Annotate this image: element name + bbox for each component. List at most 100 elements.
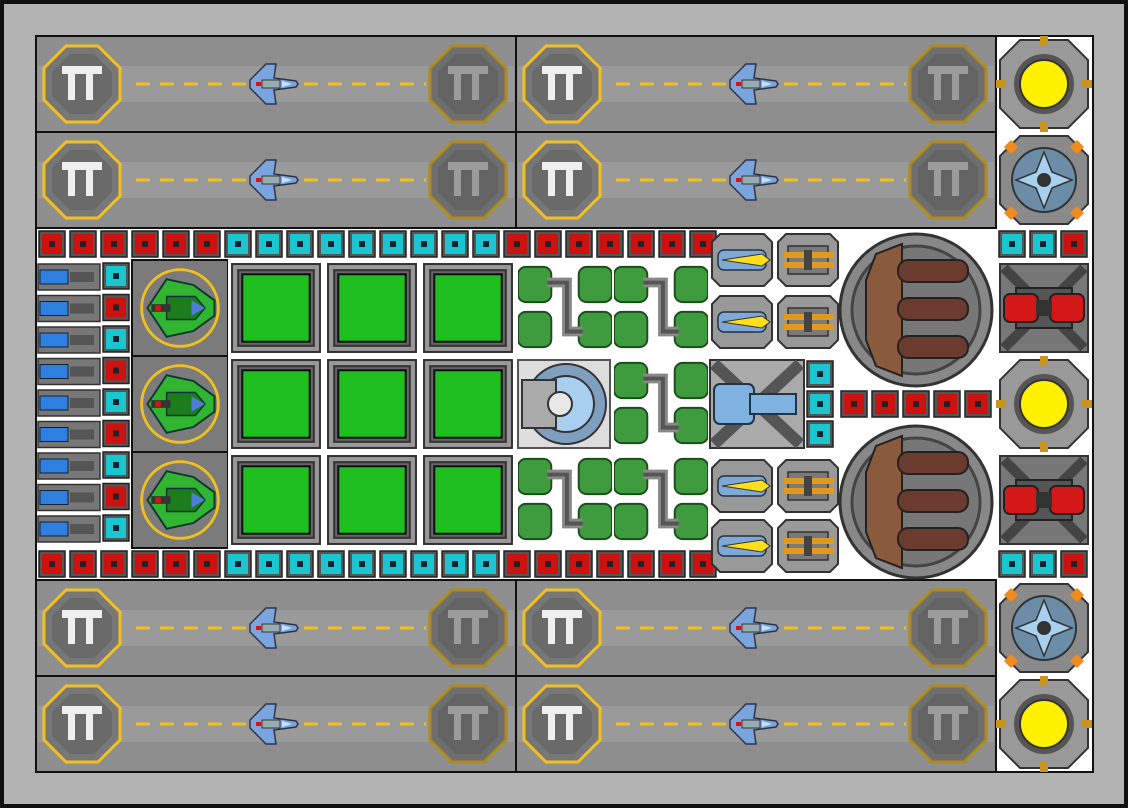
laser-cannon-icon[interactable] bbox=[711, 459, 773, 513]
emitter-icon[interactable] bbox=[37, 515, 101, 543]
red-block bbox=[596, 550, 624, 578]
landing-pad-icon[interactable] bbox=[908, 140, 988, 220]
starfighter-icon[interactable] bbox=[140, 460, 220, 540]
cyan-block bbox=[224, 230, 252, 258]
runway-bay[interactable] bbox=[515, 131, 997, 229]
emitter-icon[interactable] bbox=[37, 294, 101, 323]
fuel-tank[interactable] bbox=[423, 455, 513, 545]
laser-cannon-icon[interactable] bbox=[711, 233, 773, 287]
torpedo-launcher-icon[interactable] bbox=[777, 295, 839, 349]
torpedo-launcher-icon[interactable] bbox=[777, 519, 839, 573]
laser-cannon-icon[interactable] bbox=[711, 519, 773, 573]
runway-bay[interactable] bbox=[35, 579, 517, 677]
landing-pad-icon[interactable] bbox=[42, 684, 122, 764]
plasma-emitter-icon[interactable] bbox=[709, 359, 805, 449]
fuel-tank-grid bbox=[228, 258, 518, 550]
red-block bbox=[964, 390, 992, 418]
landing-pad-icon[interactable] bbox=[428, 44, 508, 124]
landing-pad-icon[interactable] bbox=[428, 684, 508, 764]
landing-pad-icon[interactable] bbox=[522, 44, 602, 124]
cyan-block bbox=[410, 230, 438, 258]
warp-node-icon[interactable] bbox=[996, 676, 1092, 772]
red-block bbox=[100, 550, 128, 578]
landing-pad-icon[interactable] bbox=[522, 684, 602, 764]
pipe-network bbox=[517, 267, 708, 539]
torpedo-launcher-icon[interactable] bbox=[777, 233, 839, 287]
starfighter-icon[interactable] bbox=[140, 268, 220, 348]
cyan-block bbox=[255, 230, 283, 258]
landing-pad-icon[interactable] bbox=[428, 588, 508, 668]
landing-pad-icon[interactable] bbox=[908, 588, 988, 668]
runway-bay[interactable] bbox=[35, 131, 517, 229]
fuel-tank[interactable] bbox=[423, 263, 513, 353]
runway-bay[interactable] bbox=[515, 675, 997, 773]
red-block bbox=[503, 550, 531, 578]
cyan-block bbox=[806, 420, 834, 448]
heavy-turret-icon[interactable] bbox=[838, 424, 994, 580]
runway-bay[interactable] bbox=[35, 675, 517, 773]
fuel-tank[interactable] bbox=[423, 359, 513, 449]
runway-bay[interactable] bbox=[515, 579, 997, 677]
starfighter-icon[interactable] bbox=[140, 364, 220, 444]
red-cannon-icon[interactable] bbox=[1000, 456, 1088, 544]
red-block bbox=[38, 550, 66, 578]
red-block bbox=[871, 390, 899, 418]
red-block bbox=[565, 230, 593, 258]
emitter-icon[interactable] bbox=[37, 420, 101, 449]
emitter-icon[interactable] bbox=[37, 452, 101, 480]
runway-bay[interactable] bbox=[515, 35, 997, 133]
landing-pad-icon[interactable] bbox=[42, 588, 122, 668]
fuel-tank[interactable] bbox=[231, 359, 321, 449]
landing-pad-icon[interactable] bbox=[42, 44, 122, 124]
warp-node-icon[interactable] bbox=[996, 356, 1092, 452]
emitter-icon[interactable] bbox=[37, 357, 101, 386]
red-block bbox=[102, 482, 130, 511]
cyan-block bbox=[348, 230, 376, 258]
torpedo-launcher-icon[interactable] bbox=[777, 459, 839, 513]
reactor-core-icon[interactable] bbox=[517, 359, 611, 449]
landing-pad-icon[interactable] bbox=[908, 44, 988, 124]
emitter-icon[interactable] bbox=[37, 263, 101, 291]
red-block bbox=[193, 550, 221, 578]
red-block bbox=[1060, 550, 1088, 578]
emitter-icon[interactable] bbox=[37, 483, 101, 512]
runway-bays bbox=[35, 35, 997, 773]
landing-pad-icon[interactable] bbox=[522, 140, 602, 220]
red-block bbox=[840, 390, 868, 418]
red-block bbox=[69, 550, 97, 578]
landing-pad-icon[interactable] bbox=[522, 588, 602, 668]
cyan-block bbox=[348, 550, 376, 578]
emitter-icon[interactable] bbox=[37, 389, 101, 417]
shield-generator-icon[interactable] bbox=[999, 583, 1089, 673]
red-block bbox=[102, 293, 130, 322]
red-cannon-icon[interactable] bbox=[1000, 264, 1088, 352]
cyan-block bbox=[102, 388, 130, 416]
fuel-tank[interactable] bbox=[327, 263, 417, 353]
cyan-block bbox=[102, 262, 130, 290]
heavy-turret-icon[interactable] bbox=[838, 232, 994, 388]
emitter-icon[interactable] bbox=[37, 326, 101, 354]
cyan-block bbox=[998, 550, 1026, 578]
fuel-tank[interactable] bbox=[327, 359, 417, 449]
fuel-tank[interactable] bbox=[231, 263, 321, 353]
fuel-tank[interactable] bbox=[327, 455, 417, 545]
warp-node-icon[interactable] bbox=[996, 36, 1092, 132]
landing-pad-icon[interactable] bbox=[42, 140, 122, 220]
red-block bbox=[162, 230, 190, 258]
runway-bay[interactable] bbox=[35, 35, 517, 133]
cyan-block bbox=[472, 550, 500, 578]
cyan-block bbox=[317, 230, 345, 258]
red-block bbox=[131, 550, 159, 578]
landing-pad-icon[interactable] bbox=[428, 140, 508, 220]
red-block bbox=[38, 230, 66, 258]
cyan-block bbox=[255, 550, 283, 578]
shield-generator-icon[interactable] bbox=[999, 135, 1089, 225]
red-block bbox=[627, 230, 655, 258]
cyan-block bbox=[379, 230, 407, 258]
red-block bbox=[534, 550, 562, 578]
fuel-tank[interactable] bbox=[231, 455, 321, 545]
red-block bbox=[565, 550, 593, 578]
right-service-column bbox=[996, 36, 1092, 772]
laser-cannon-icon[interactable] bbox=[711, 295, 773, 349]
landing-pad-icon[interactable] bbox=[908, 684, 988, 764]
